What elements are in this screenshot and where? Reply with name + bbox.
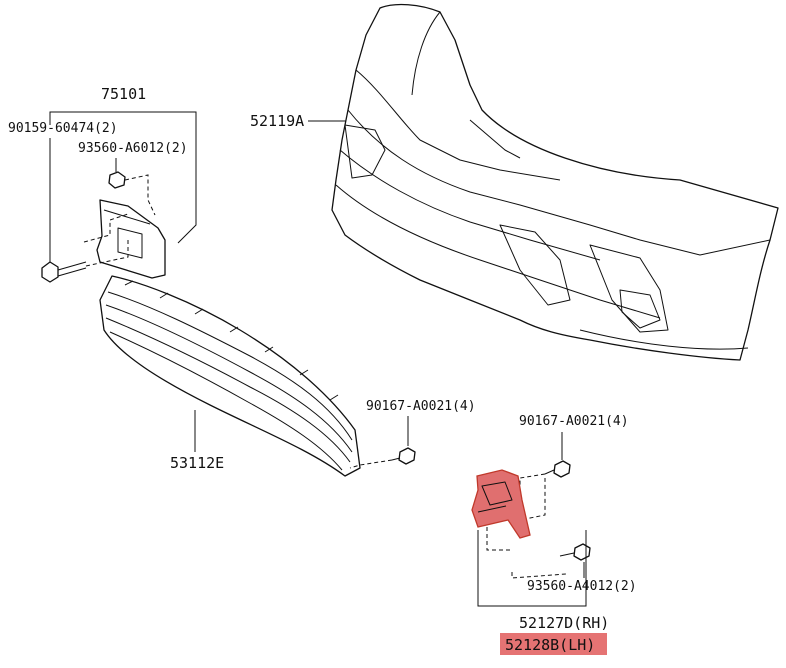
screw-icon <box>544 460 571 478</box>
label-screw-bezel: 90167-A0021(4) <box>519 414 629 429</box>
label-screw-grille: 90167-A0021(4) <box>366 399 476 414</box>
label-bumper-cover: 52119A <box>250 112 304 130</box>
screw-icon <box>108 171 126 189</box>
screw-icon <box>391 447 416 465</box>
lower-grille <box>99 275 361 477</box>
label-screw-plate: 93560-A6012(2) <box>78 141 188 156</box>
fog-lamp-bezel-highlighted <box>471 469 531 539</box>
label-bracket-assy: 75101 <box>101 85 146 103</box>
label-screw-bezel-lower: 93560-A4012(2) <box>527 579 637 594</box>
front-bumper-cover <box>331 3 779 361</box>
label-grille: 53112E <box>170 454 224 472</box>
label-bezel-rh: 52127D(RH) <box>519 614 609 632</box>
highlight-label-bg <box>500 633 607 655</box>
hex-bolt-icon <box>41 261 87 283</box>
label-bolt-top: 90159-60474(2) <box>8 121 118 136</box>
license-plate-bracket <box>96 199 166 279</box>
label-bezel-lh: 52128B(LH) <box>505 636 595 654</box>
